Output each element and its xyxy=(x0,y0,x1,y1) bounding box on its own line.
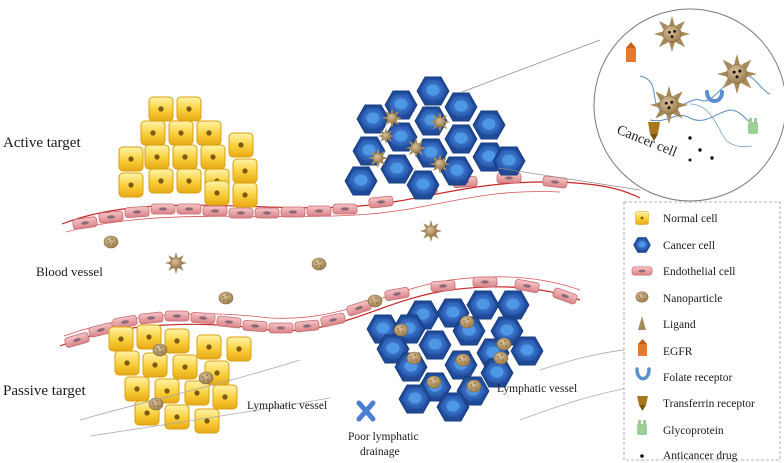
top-vessel-inner xyxy=(65,191,561,233)
top-vessel-outline xyxy=(61,181,641,225)
label-blood-vessel: Blood vessel xyxy=(36,264,103,279)
cancer-tissue-passive xyxy=(366,290,544,422)
transferrin-receptor-icon xyxy=(648,122,660,141)
legend-label-egfr: EGFR xyxy=(663,346,693,358)
label-lymphatic-vessel-right: Lymphatic vessel xyxy=(497,383,577,395)
label-poor-drainage-2: drainage xyxy=(360,446,400,458)
legend-egfr-icon xyxy=(638,339,647,356)
legend-label-drug: Anticancer drug xyxy=(663,450,738,462)
legend-label-ligand: Ligand xyxy=(663,319,696,331)
anticancer-drug-dots xyxy=(688,136,714,162)
folate-receptor-icon xyxy=(705,90,724,103)
legend-nanoparticle-icon xyxy=(635,291,649,303)
legend-label-glycoprotein: Glycoprotein xyxy=(663,425,724,437)
glycoprotein-icon xyxy=(748,118,758,134)
legend-folate-receptor-icon xyxy=(635,367,651,381)
legend-anticancer-drug-icon xyxy=(640,454,644,458)
normal-tissue-active xyxy=(118,96,258,208)
legend-label-endothelial: Endothelial cell xyxy=(663,266,736,278)
legend-label-folate: Folate receptor xyxy=(663,372,732,384)
legend-normal-cell-icon xyxy=(635,211,649,225)
label-lymphatic-vessel-left: Lymphatic vessel xyxy=(247,400,327,412)
legend-label-normal: Normal cell xyxy=(663,213,718,225)
legend-label-cancer: Cancer cell xyxy=(663,240,715,252)
legend-ligand-icon xyxy=(638,316,646,330)
zoom-connector-lines xyxy=(461,39,641,191)
legend-transferrin-receptor-icon xyxy=(637,396,648,411)
zoom-contents xyxy=(626,15,771,162)
legend-label-transferrin: Transferrin receptor xyxy=(663,398,755,410)
legend: Normal cell Cancer cell Endothelial cell… xyxy=(623,201,781,462)
legend-endothelial-cell-icon xyxy=(631,266,653,276)
label-poor-drainage-1: Poor lymphatic xyxy=(348,431,419,443)
label-active-target: Active target xyxy=(3,135,81,151)
poor-drainage-cross-icon xyxy=(356,400,376,422)
label-passive-target: Passive target xyxy=(3,383,86,399)
top-endothelial-layer xyxy=(71,172,568,231)
legend-glycoprotein-icon xyxy=(637,420,647,435)
normal-tissue-passive xyxy=(108,324,252,434)
egfr-receptor-icon xyxy=(626,42,636,62)
legend-label-nanoparticle: Nanoparticle xyxy=(663,293,722,305)
zoom-circle xyxy=(593,8,784,202)
